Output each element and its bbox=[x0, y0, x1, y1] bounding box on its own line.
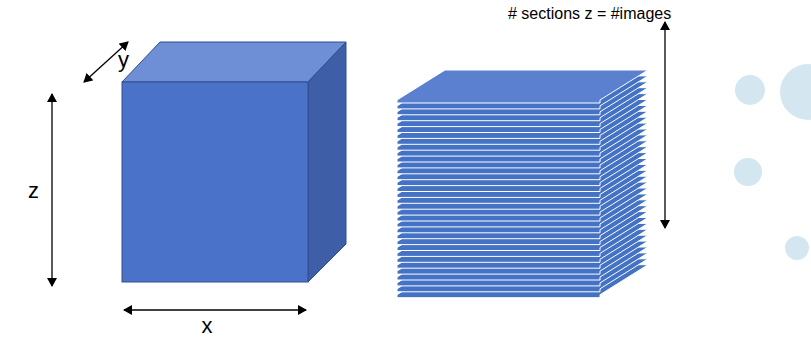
axis-label: y bbox=[118, 49, 129, 71]
axis-label: x bbox=[202, 315, 213, 337]
image-slice bbox=[397, 70, 648, 103]
dimension-arrows bbox=[52, 22, 665, 310]
cube bbox=[122, 42, 346, 282]
section-count-label: # sections z = #images bbox=[508, 6, 671, 22]
axis-label: z bbox=[28, 180, 39, 202]
decor-circles bbox=[734, 64, 811, 260]
slice-stack bbox=[397, 70, 648, 298]
